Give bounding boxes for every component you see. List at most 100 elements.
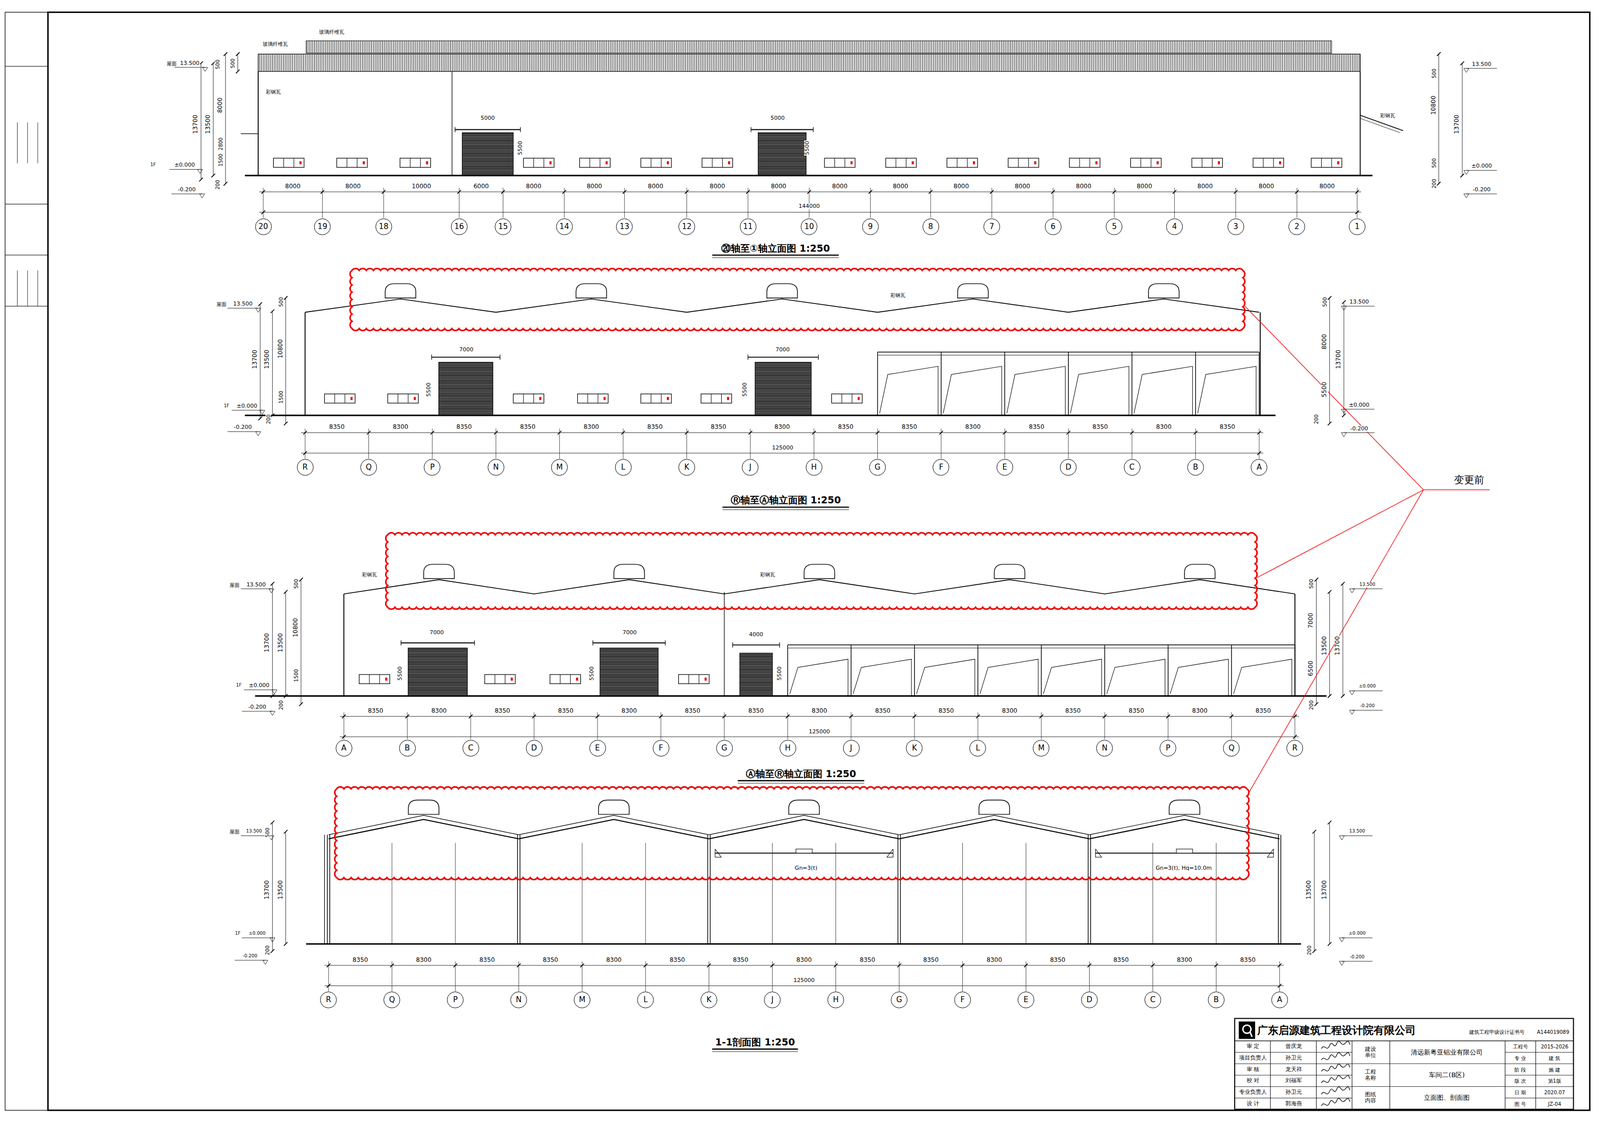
dimension-text: 8350 [328, 424, 346, 431]
column [709, 834, 711, 944]
dimension-text: -0.200 [1349, 425, 1369, 432]
dimension-tick [1327, 421, 1332, 426]
vertical-dimension: 13700 [1335, 349, 1342, 370]
axis-line [749, 428, 751, 460]
dimension-line [285, 591, 286, 697]
shed-post [1294, 644, 1295, 696]
axis-number: H [784, 744, 791, 752]
dimension-text: ±0.000 [174, 162, 196, 169]
line [1234, 1086, 1352, 1087]
vertical-dimension: 500 [1321, 296, 1328, 308]
dimension-tick [270, 309, 275, 314]
line [533, 158, 535, 168]
axis-bubble: 4 [1166, 218, 1183, 236]
vertical-dimension: 8000 [216, 97, 224, 114]
shed-post [850, 644, 852, 696]
title-block-text: 审 定 [1246, 1043, 1261, 1050]
dimension-text: 8000 [586, 183, 603, 190]
dimension-text: 1F [149, 162, 157, 168]
vertical-dimension: 200 [214, 179, 220, 190]
caption-underline [712, 257, 839, 258]
axis-number: G [874, 463, 881, 472]
line [841, 394, 843, 404]
line [5, 203, 48, 205]
level-mark [255, 431, 261, 436]
dimension-text: 8300 [1155, 424, 1173, 431]
crane-end [715, 849, 722, 858]
door-canopy [732, 644, 780, 646]
line [1351, 1040, 1353, 1110]
axis-line [1089, 961, 1090, 992]
dimension-text: 玻璃纤维瓦 [262, 41, 289, 47]
axis-line [686, 187, 688, 218]
axis-number: B [1192, 463, 1198, 472]
axis-line [1356, 187, 1358, 218]
window [702, 158, 733, 168]
dimension-text: 玻璃纤维瓦 [318, 28, 345, 35]
vertical-dimension: 7000 [1308, 612, 1315, 629]
shed-post [1167, 644, 1169, 696]
roof-ventilator [1169, 799, 1200, 814]
axis-line [1279, 961, 1280, 992]
axis-bubble: P [423, 459, 441, 476]
dimension-tick [1341, 413, 1346, 418]
axis-line [1294, 712, 1295, 740]
line [5, 254, 48, 256]
axis-line [1104, 712, 1105, 740]
axis-line [1258, 428, 1260, 460]
title-block-text: A144019089 [1536, 1028, 1570, 1035]
line [356, 158, 358, 168]
window-mark [539, 397, 542, 401]
dimension-line [324, 964, 1284, 966]
dimension-text: 彩钢瓦 [265, 89, 282, 95]
line [1504, 1097, 1574, 1099]
vertical-dimension: 13500 [277, 879, 284, 900]
roof-sheet [899, 815, 1090, 835]
window-mark [510, 677, 513, 681]
wind-column [835, 843, 836, 945]
roof-profile [343, 579, 1295, 594]
dimension-line [259, 191, 1362, 193]
dimension-tick [283, 295, 288, 300]
vertical-dimension: 1500 [277, 390, 284, 404]
title-block-text: 校 对 [1246, 1077, 1261, 1084]
axis-line [930, 187, 932, 218]
axis-bubble: G [890, 991, 908, 1009]
level-mark [1339, 937, 1345, 942]
title-block-text: 图 号 [1513, 1100, 1527, 1107]
wind-column [645, 843, 646, 945]
axis-bubble: G [869, 459, 886, 476]
line [1234, 1097, 1352, 1099]
line [750, 126, 752, 132]
axis-number: P [429, 463, 435, 472]
line [1273, 158, 1274, 168]
axis-bubble: R [320, 991, 337, 1009]
view-caption: 1-1剖面图 1:250 [714, 1036, 796, 1048]
axis-line [660, 712, 662, 740]
vertical-dimension: 10800 [1430, 95, 1437, 116]
dimension-text: 彩钢瓦 [1379, 112, 1396, 119]
line [431, 354, 432, 360]
axis-line [645, 961, 646, 992]
window [550, 674, 581, 684]
dimension-text: 8350 [646, 424, 664, 431]
dimension-text: 8300 [795, 956, 813, 964]
dimension-tick [1436, 52, 1441, 56]
dimension-text: 5000 [770, 115, 786, 122]
axis-number: Q [389, 996, 396, 1004]
line [570, 674, 571, 684]
window [701, 394, 732, 404]
dimension-text: 8300 [415, 956, 433, 964]
axis-bubble: P [1159, 739, 1177, 757]
roof-sheet [328, 815, 519, 835]
door-canopy [454, 129, 521, 131]
axis-number: N [515, 996, 522, 1004]
vertical-dimension: 13700 [192, 114, 200, 135]
axis-line [772, 961, 773, 992]
roof-ventilator [614, 564, 645, 579]
title-block-text: 施 建 [1548, 1066, 1561, 1073]
axis-number: N [1101, 744, 1108, 752]
line [747, 354, 748, 360]
vertical-dimension: 200 [277, 699, 284, 711]
axis-bubble: C [1123, 459, 1141, 476]
